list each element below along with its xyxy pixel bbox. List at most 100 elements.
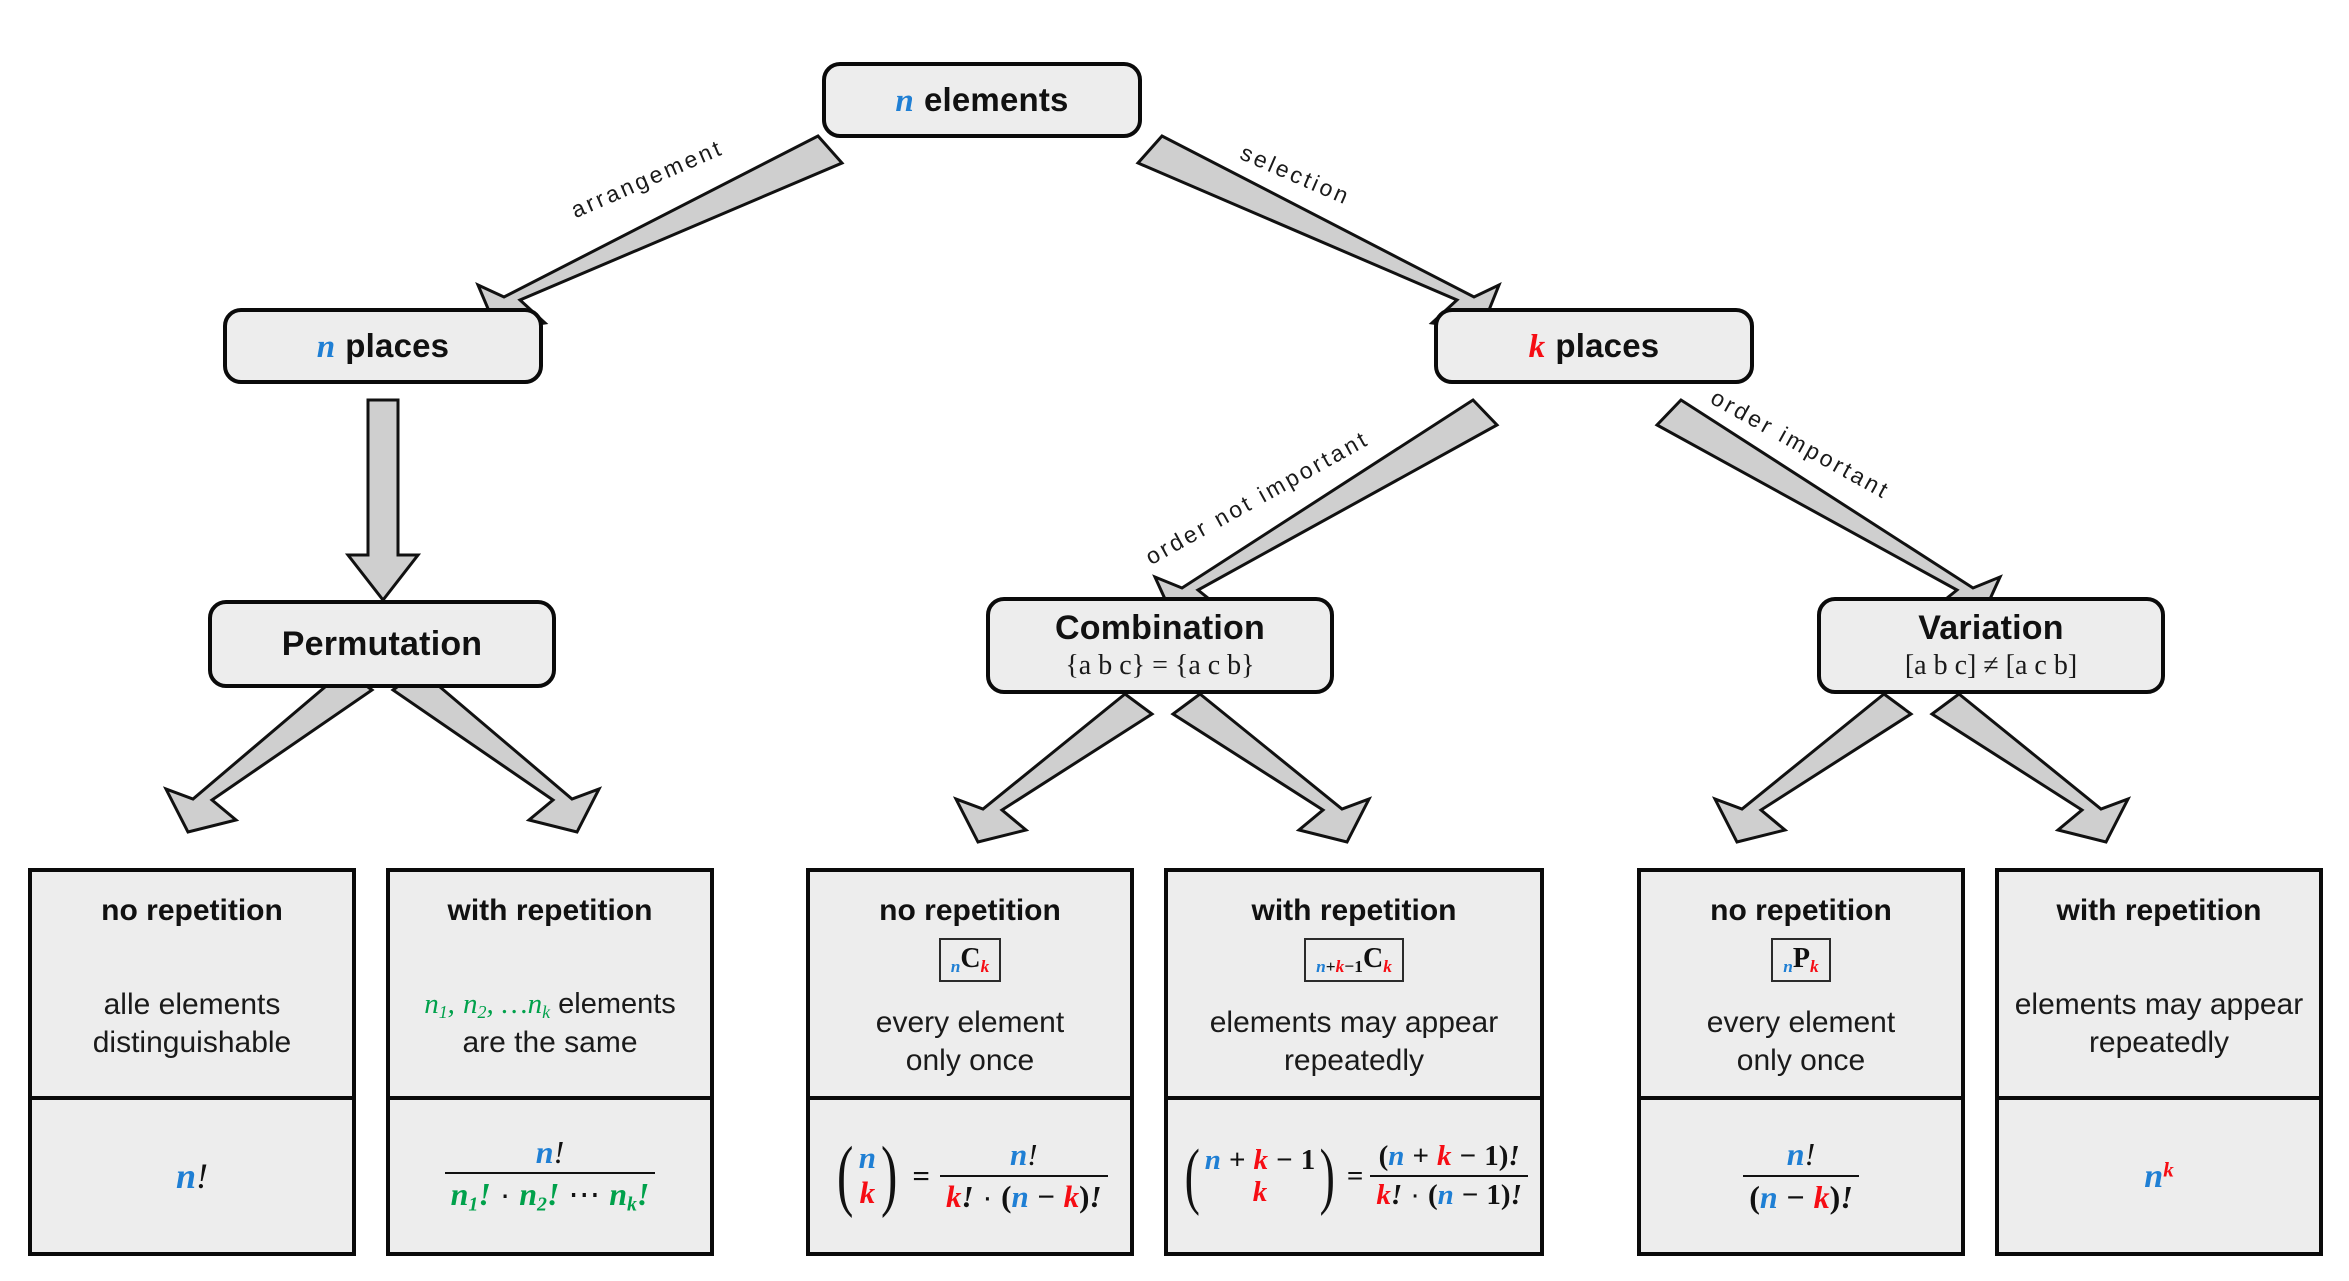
card-variation-no-repetition[interactable]: no repetition nPk every element only onc…	[1637, 868, 1965, 1256]
sym-ldots: …	[501, 988, 528, 1020]
paren-right: )	[1498, 1139, 1509, 1172]
sym-one-sub: 1	[1354, 956, 1363, 976]
node-variation[interactable]: Variation [a b c] ≠ [a c b]	[1817, 597, 2165, 694]
card-header: with repetition	[447, 894, 653, 927]
symbol-n: n	[316, 328, 336, 365]
paren-right: )	[1079, 1178, 1090, 1214]
node-combination[interactable]: Combination {a b c} = {a c b}	[986, 597, 1334, 694]
sym-n: n	[175, 1156, 197, 1196]
desc-line-1: elements may appear	[2014, 988, 2304, 1021]
card-divider	[32, 1096, 352, 1100]
card-top: with repetition n1, n2, …nk elements are…	[390, 872, 710, 1096]
sym-plus: +	[1228, 1143, 1246, 1176]
edge-label-order-not-important: order not important	[1140, 425, 1374, 570]
symbol-n: n	[895, 82, 914, 119]
card-description: every element only once	[876, 1004, 1064, 1080]
sym-n-sub: n	[950, 956, 961, 976]
denominator: n1! · n2! ⋯ nk!	[444, 1172, 656, 1216]
paren-left2: (	[1427, 1178, 1438, 1211]
edge-label-order-important: order important	[1706, 383, 1895, 505]
sym-k: k	[1813, 1178, 1830, 1215]
sym-n-sub: n	[1783, 956, 1793, 976]
card-header: no repetition	[879, 894, 1061, 927]
sym-bang3: !	[1089, 1178, 1102, 1214]
binomial-coefficient: ( n + k − 1 k )	[1180, 1134, 1340, 1217]
card-description: alle elements distinguishable	[93, 986, 291, 1062]
numerator: n!	[1781, 1137, 1821, 1174]
card-description: elements may appear repeatedly	[1210, 1004, 1499, 1080]
sym-one2: 1	[1486, 1178, 1501, 1211]
card-header: no repetition	[101, 894, 283, 927]
card-top: with repetition n+k−1Ck elements may app…	[1168, 872, 1540, 1096]
desc-line-1: alle elements	[103, 988, 281, 1021]
card-combination-with-repetition[interactable]: with repetition n+k−1Ck elements may app…	[1164, 868, 1544, 1256]
card-formula: ( n + k − 1 k ) =	[1168, 1100, 1540, 1252]
card-description: n1, n2, …nk elements are the same	[424, 986, 676, 1061]
card-divider	[390, 1096, 710, 1100]
sym-plus: +	[1412, 1139, 1429, 1172]
arrow-perm-to-card1	[390, 668, 603, 834]
sym-n2: n	[1011, 1178, 1029, 1214]
sym-bang1: !	[478, 1176, 491, 1213]
edge-label-selection: selection	[1236, 139, 1355, 210]
sym-P: P	[1792, 943, 1811, 974]
node-permutation[interactable]: Permutation	[208, 600, 556, 688]
desc-line-2: distinguishable	[92, 1025, 292, 1059]
numerator: (n + k − 1)!	[1373, 1139, 1526, 1175]
sym-k2: k	[1063, 1178, 1080, 1214]
denominator: (n − k)!	[1743, 1174, 1859, 1215]
card-top: no repetition nCk every element only onc…	[810, 872, 1130, 1096]
fraction: n! k! · (n − k)!	[940, 1138, 1108, 1213]
binom-top: n + k − 1	[1205, 1144, 1315, 1176]
paren-left: (	[837, 1132, 854, 1220]
sym-bang: !	[553, 1134, 565, 1171]
card-permutation-with-repetition[interactable]: with repetition n1, n2, …nk elements are…	[386, 868, 714, 1256]
notation-nPk: nPk	[1771, 938, 1831, 982]
numerator: n!	[530, 1135, 570, 1172]
sym-n1: n1	[450, 1176, 479, 1216]
binom-stack: n + k − 1 k	[1205, 1144, 1315, 1209]
sym-minus: −	[1786, 1178, 1805, 1215]
fraction: (n + k − 1)! k! · (n − 1)!	[1370, 1139, 1528, 1212]
notation-nCk: nCk	[938, 938, 1002, 982]
arrow-var-to-card5	[1929, 692, 2132, 844]
paren-right: )	[1319, 1134, 1336, 1217]
card-formula: n! (n − k)!	[1641, 1100, 1961, 1252]
sym-k: k	[1437, 1139, 1452, 1172]
sym-bang: !	[1804, 1136, 1816, 1173]
sym-bang: !	[1027, 1137, 1038, 1173]
paren-right2: )	[1500, 1178, 1511, 1211]
arrow-perm-to-card0	[162, 668, 375, 834]
sym-eq: =	[912, 1158, 930, 1193]
desc-line-2: are the same	[462, 1025, 638, 1059]
card-formula: ( n k ) = n! k! · (n −	[810, 1100, 1130, 1252]
denominator: k! · (n − 1)!	[1370, 1174, 1528, 1212]
sym-k-exp: k	[2163, 1156, 2174, 1181]
sym-k-sub: k	[980, 956, 990, 976]
sym-n: n	[1388, 1139, 1405, 1172]
card-divider	[810, 1096, 1130, 1100]
card-permutation-no-repetition[interactable]: no repetition alle elements distinguisha…	[28, 868, 356, 1256]
sym-bang2: !	[961, 1178, 974, 1214]
sym-n: n	[1009, 1137, 1028, 1173]
card-variation-with-repetition[interactable]: with repetition elements may appear repe…	[1995, 868, 2323, 1256]
sym-n2: n2	[519, 1176, 547, 1216]
sym-k-sub: k	[1335, 956, 1345, 976]
sym-C: C	[1362, 943, 1384, 974]
equation: ( n + k − 1 k ) =	[1180, 1134, 1528, 1217]
node-combination-title: Combination	[1055, 609, 1265, 647]
sym-comma: ,	[447, 988, 455, 1020]
card-top: no repetition alle elements distinguisha…	[32, 872, 352, 1096]
desc-line-1: elements may appear	[1209, 1005, 1499, 1039]
paren-left: (	[1184, 1134, 1201, 1217]
symbol-k: k	[1528, 328, 1546, 365]
card-description: every element only once	[1707, 1004, 1895, 1080]
card-description: elements may appear repeatedly	[2015, 986, 2304, 1062]
sym-bang: !	[1508, 1139, 1520, 1172]
card-header: with repetition	[2056, 894, 2262, 927]
card-combination-no-repetition[interactable]: no repetition nCk every element only onc…	[806, 868, 1134, 1256]
paren-left: (	[1001, 1178, 1012, 1214]
